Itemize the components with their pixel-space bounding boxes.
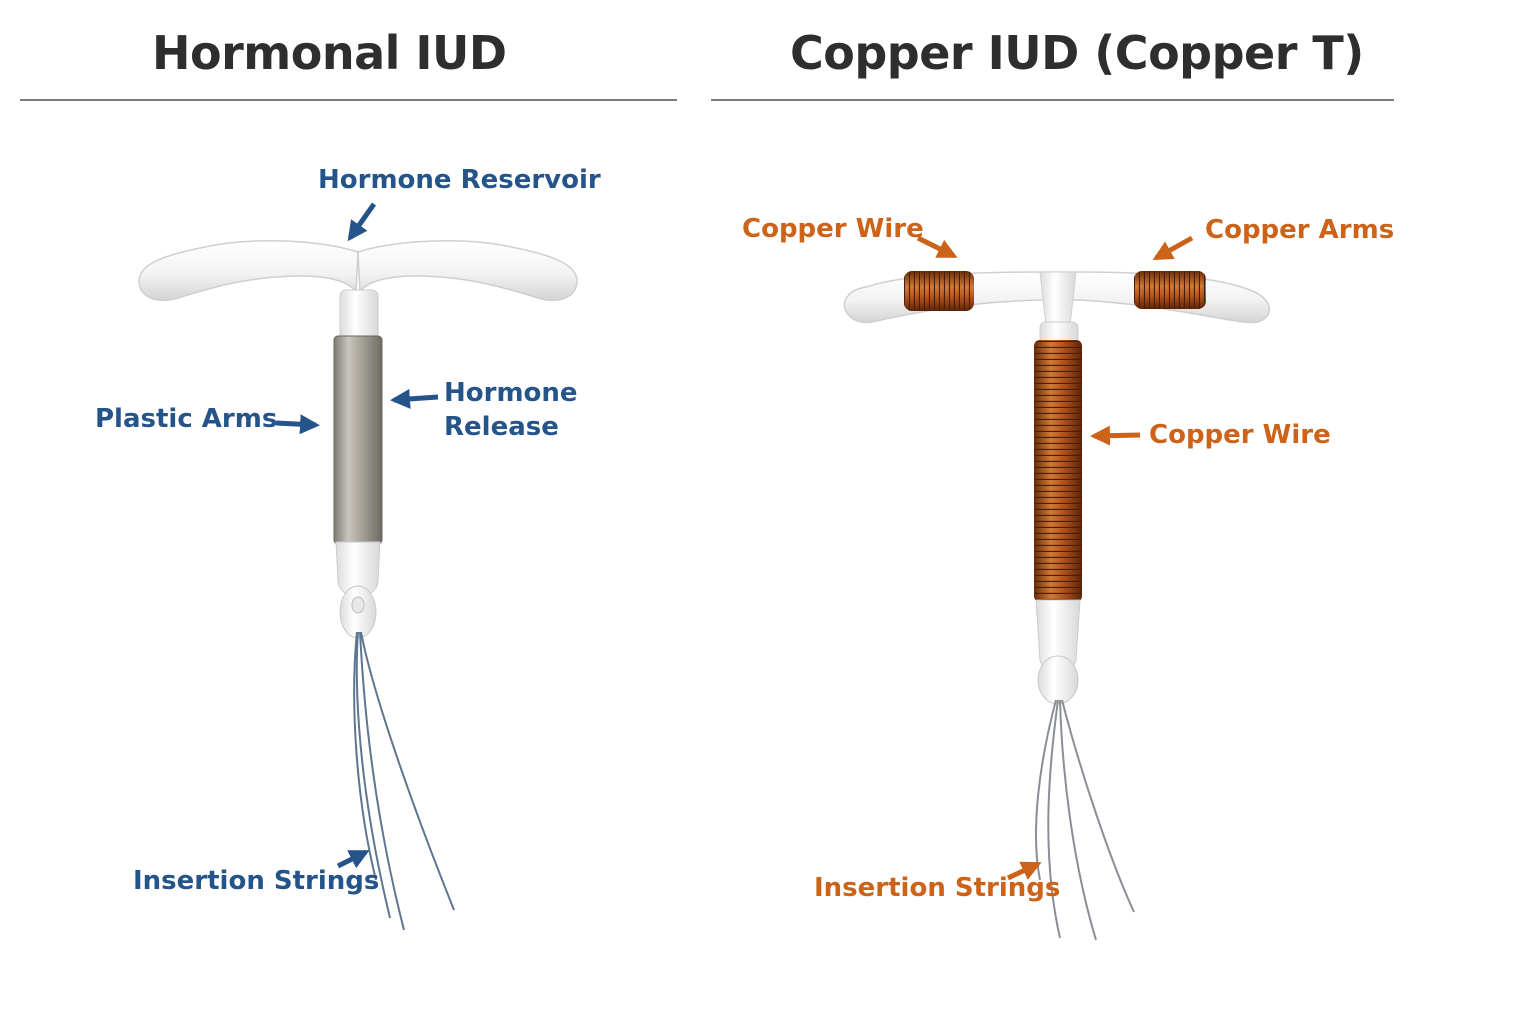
arrow-copper-wire-top: [916, 235, 958, 259]
hormonal-iud-device: [138, 240, 578, 931]
hormonal-strings: [353, 631, 455, 931]
label-copper-wire-top: Copper Wire: [742, 214, 924, 244]
label-copper-wire-stem: Copper Wire: [1149, 420, 1331, 450]
right-title-divider: [711, 99, 1394, 101]
copper-coil-right-arm-windings: [1134, 271, 1206, 309]
copper-bulb: [1037, 655, 1079, 705]
hormonal-arms: [138, 240, 359, 302]
copper-coil-left-arm-windings: [904, 271, 974, 311]
label-hormone-release: Hormone Release: [444, 378, 578, 442]
hormonal-collar: [339, 289, 379, 341]
arrow-copper-strings: [1006, 861, 1042, 881]
arrow-hormone-release: [390, 388, 439, 409]
label-plastic-arms: Plastic Arms: [95, 404, 278, 434]
hormone-reservoir-cylinder: [333, 335, 383, 545]
hormonal-bulb-eyelet: [351, 596, 365, 614]
copper-iud-device: [843, 271, 1270, 941]
copper-junction: [1039, 271, 1077, 326]
copper-stem-coil-windings: [1034, 340, 1082, 602]
label-hormone-reservoir: Hormone Reservoir: [318, 165, 601, 195]
hormonal-arms-right: [357, 240, 578, 302]
copper-iud-title: Copper IUD (Copper T): [790, 26, 1364, 80]
hormonal-arrows: [275, 202, 439, 869]
label-copper-arms: Copper Arms: [1205, 215, 1395, 245]
arrow-plastic-arms: [275, 414, 320, 435]
arrow-hormonal-strings: [336, 849, 370, 869]
arrow-reservoir: [347, 202, 377, 242]
left-title-divider: [20, 99, 677, 101]
hormonal-iud-title: Hormonal IUD: [152, 26, 507, 80]
arrow-copper-arms: [1152, 235, 1194, 261]
copper-strings: [1035, 699, 1135, 941]
copper-arrows: [916, 235, 1194, 881]
label-hormonal-insertion-strings: Insertion Strings: [133, 866, 380, 896]
arrow-copper-wire-stem: [1090, 425, 1141, 446]
label-copper-insertion-strings: Insertion Strings: [814, 873, 1061, 903]
